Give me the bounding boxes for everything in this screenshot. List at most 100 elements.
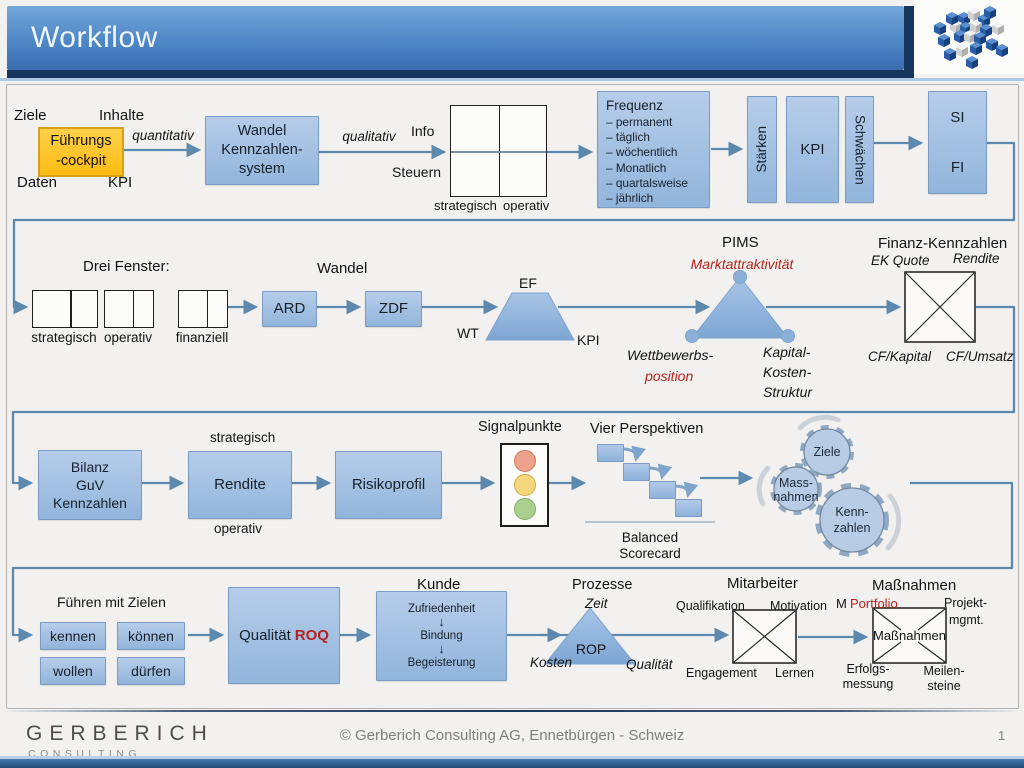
perspective-box-1 <box>597 444 624 462</box>
frequenz-item: – quartalsweise <box>606 175 688 190</box>
rendite-box: Rendite <box>188 451 292 519</box>
label-kosten-row4: Kosten <box>530 655 573 670</box>
kunde-box: Zufriedenheit ↓ Bindung ↓ Begeisterung <box>376 591 507 681</box>
window-finanziell <box>178 290 228 328</box>
label-erfolgs: Erfolgs- <box>846 662 890 676</box>
risikoprofil-box: Risikoprofil <box>335 451 442 519</box>
content-frame <box>6 84 1019 709</box>
perspective-box-3 <box>649 481 676 499</box>
label-balanced: Balanced <box>621 530 679 545</box>
bilanz-guv-kennzahlen-box: Bilanz GuV Kennzahlen <box>38 450 142 520</box>
label-struktur: Struktur <box>763 384 813 400</box>
gear-label-massnahmen: Mass- nahmen <box>773 476 819 505</box>
copyright-text: © Gerberich Consulting AG, Ennetbürgen -… <box>339 727 685 744</box>
si-fi-box: SI FI <box>928 91 987 194</box>
label-rendite-corner: Rendite <box>953 251 1000 266</box>
label-qualitativ: qualitativ <box>342 129 396 144</box>
koennen-box: können <box>117 622 185 650</box>
wollen-box: wollen <box>40 657 106 685</box>
label-kpi: KPI <box>108 174 133 191</box>
kennen-box: kennen <box>40 622 106 650</box>
label-motivation: Motivation <box>770 599 827 613</box>
label-signalpunkte: Signalpunkte <box>478 419 562 435</box>
header-bar: Workflow <box>7 6 904 70</box>
page-title: Workflow <box>31 21 158 54</box>
label-scorecard: Scorecard <box>619 546 681 561</box>
traffic-light-icon <box>500 443 549 527</box>
label-ef: EF <box>519 275 537 291</box>
window-divider <box>70 291 72 327</box>
window-divider <box>206 291 209 327</box>
label-rop: ROP <box>575 641 607 657</box>
fuehrungscockpit-box: Führungs -cockpit <box>38 127 124 177</box>
header-light-line <box>0 78 1024 81</box>
traffic-light-yellow <box>514 474 536 496</box>
label-vier-perspektiven: Vier Perspektiven <box>590 421 704 437</box>
label-marktattraktivitaet: Marktattraktivität <box>690 256 794 272</box>
frequenz-item: – Monatlich <box>606 160 667 175</box>
window-strategisch <box>32 290 98 328</box>
label-strategisch-row3: strategisch <box>210 430 276 445</box>
label-zeit: Zeit <box>585 596 608 611</box>
label-engagement: Engagement <box>686 666 757 680</box>
label-cf-kapital: CF/Kapital <box>868 349 932 364</box>
frequenz-title: Frequenz <box>606 98 664 113</box>
label-wettbewerbs: Wettbewerbs- <box>627 347 714 363</box>
staerken-box: Stärken <box>747 96 777 203</box>
label-qualifikation: Qualifikation <box>676 599 745 613</box>
matrix-label-strategisch: strategisch <box>434 198 497 213</box>
label-kunde: Kunde <box>417 576 461 593</box>
label-pims: PIMS <box>722 234 759 251</box>
label-massnahmen-title: Maßnahmen <box>872 577 957 594</box>
label-ziele: Ziele <box>14 107 47 124</box>
duerfen-box: dürfen <box>117 657 185 685</box>
label-info: Info <box>411 123 435 139</box>
label-prozesse: Prozesse <box>572 577 633 593</box>
label-meilen: Meilen- <box>923 664 965 678</box>
footer-divider <box>0 710 1024 712</box>
label-portfolio: Portfolio <box>850 596 898 611</box>
label-kapital: Kapital- <box>763 344 811 360</box>
matrix-horizontal-divider <box>451 151 546 153</box>
wandel-kennzahlensystem-box: Wandel Kennzahlen- system <box>205 116 319 185</box>
header-navy-divider <box>904 6 914 78</box>
frequenz-item: – permanent <box>606 114 673 129</box>
strategisch-operativ-matrix <box>450 105 547 197</box>
label-operativ-row3: operativ <box>214 521 263 536</box>
label-messung: messung <box>842 677 894 691</box>
schwaechen-box: Schwächen <box>845 96 874 203</box>
window-divider <box>132 291 135 327</box>
ard-box: ARD <box>262 291 317 327</box>
label-lernen: Lernen <box>775 666 814 680</box>
bottom-bar <box>0 759 1024 768</box>
label-quantitativ: quantitativ <box>132 128 194 143</box>
header-navy-strip <box>7 70 914 78</box>
gear-label-kennzahlen: Kenn- zahlen <box>833 505 871 536</box>
perspective-box-4 <box>675 499 702 517</box>
label-steuern: Steuern <box>392 164 442 180</box>
frequenz-item: – jährlich <box>606 191 654 206</box>
down-arrow-icon: ↓ <box>438 641 445 657</box>
label-massnahmen-box: Maßnahmen <box>873 628 946 643</box>
cube-logo <box>934 6 1008 69</box>
label-mitarbeiter: Mitarbeiter <box>727 575 798 592</box>
label-daten: Daten <box>17 174 58 191</box>
window-label-finanziell: finanziell <box>175 330 229 345</box>
label-wt: WT <box>457 325 479 341</box>
zdf-box: ZDF <box>365 291 422 327</box>
frequenz-item: – wöchentlich <box>606 145 678 160</box>
window-label-operativ: operativ <box>103 330 153 345</box>
matrix-label-operativ: operativ <box>503 198 550 213</box>
label-finanz-kennzahlen: Finanz-Kennzahlen <box>878 235 1008 252</box>
traffic-light-green <box>514 498 536 520</box>
gear-label-ziele: Ziele <box>813 445 841 459</box>
frequenz-box: Frequenz – permanent – täglich – wöchent… <box>597 91 710 208</box>
down-arrow-icon: ↓ <box>438 614 445 630</box>
label-kosten: Kosten- <box>763 364 812 380</box>
label-qualitaet-row4: Qualität <box>626 657 673 672</box>
logo-panel <box>914 0 1024 74</box>
label-steine: steine <box>927 679 961 693</box>
label-kpi-trapezoid: KPI <box>577 332 600 348</box>
label-fuehren-mit-zielen: Führen mit Zielen <box>57 594 166 610</box>
